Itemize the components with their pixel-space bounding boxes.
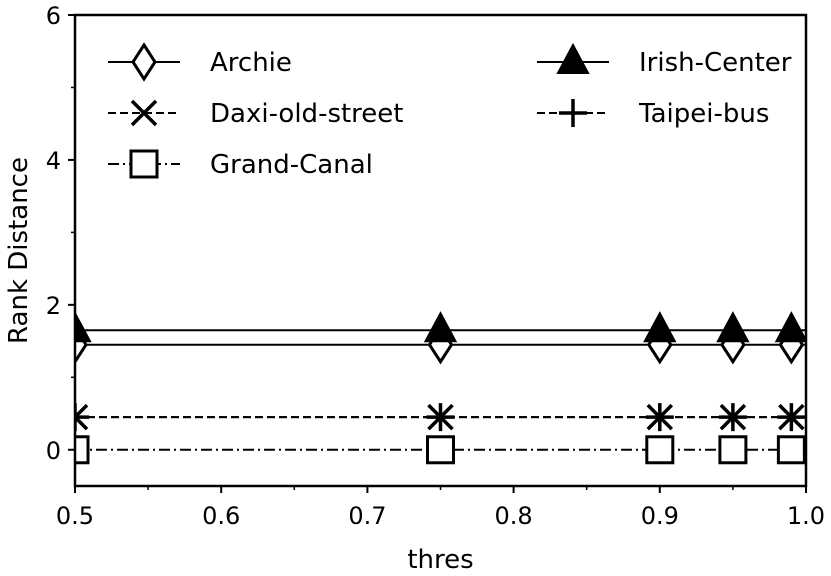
y-axis-title: Rank Distance <box>4 157 34 344</box>
point-grand-canal-2 <box>645 435 675 465</box>
legend-label-grand-canal: Grand-Canal <box>210 150 373 180</box>
y-tick-label-0: 0 <box>46 437 61 465</box>
legend-label-daxi-old-street: Daxi-old-street <box>210 99 404 129</box>
point-irish-center-1 <box>423 311 458 343</box>
x-tick-label-2: 0.7 <box>348 502 386 530</box>
point-daxi-old-street-4 <box>778 403 805 431</box>
point-grand-canal-4 <box>776 435 806 465</box>
point-irish-center-3 <box>716 311 750 343</box>
y-tick-label-1: 2 <box>46 292 61 320</box>
x-tick-label-0: 0.5 <box>56 502 94 530</box>
point-grand-canal-0 <box>75 435 90 465</box>
legend-marker-archie <box>131 42 157 82</box>
y-tick-label-2: 4 <box>46 147 61 175</box>
legend-item-daxi-old-street: Daxi-old-street <box>108 99 404 129</box>
point-irish-center-0 <box>75 311 92 343</box>
plot-area <box>75 311 806 465</box>
point-daxi-old-street-2 <box>646 403 674 431</box>
point-grand-canal-3 <box>718 435 748 465</box>
point-irish-center-2 <box>643 311 677 343</box>
legend-label-taipei-bus: Taipei-bus <box>638 99 769 129</box>
point-grand-canal-1 <box>426 435 455 465</box>
series-group <box>75 311 806 465</box>
point-irish-center-4 <box>774 311 806 343</box>
legend-marker-taipei-bus <box>559 99 587 127</box>
point-daxi-old-street-1 <box>427 403 454 431</box>
legend-item-grand-canal: Grand-Canal <box>108 149 373 180</box>
point-daxi-old-street-0 <box>75 403 89 431</box>
x-tick-label-4: 0.9 <box>641 502 679 530</box>
y-tick-label-3: 6 <box>46 2 61 30</box>
x-tick-label-5: 1.0 <box>787 502 825 530</box>
legend-label-irish-center: Irish-Center <box>639 48 792 78</box>
legend-label-archie: Archie <box>210 48 292 78</box>
legend-marker-daxi-old-street <box>130 99 158 127</box>
legend-item-archie: Archie <box>108 42 292 82</box>
legend-marker-irish-center <box>556 42 590 74</box>
legend-item-taipei-bus: Taipei-bus <box>537 99 769 129</box>
series-daxi-old-street <box>75 403 806 431</box>
x-tick-label-1: 0.6 <box>202 502 240 530</box>
point-daxi-old-street-3 <box>719 403 747 431</box>
x-axis-title: thres <box>407 545 473 575</box>
series-grand-canal <box>75 435 806 465</box>
axes: 0.5 0.6 0.7 0.8 0.9 1.0 0 2 4 6 <box>46 2 825 530</box>
x-tick-label-3: 0.8 <box>495 502 533 530</box>
series-irish-center <box>75 311 806 343</box>
point-taipei-bus-0 <box>75 403 89 432</box>
legend-marker-grand-canal <box>129 149 159 179</box>
legend-item-irish-center: Irish-Center <box>537 42 792 78</box>
